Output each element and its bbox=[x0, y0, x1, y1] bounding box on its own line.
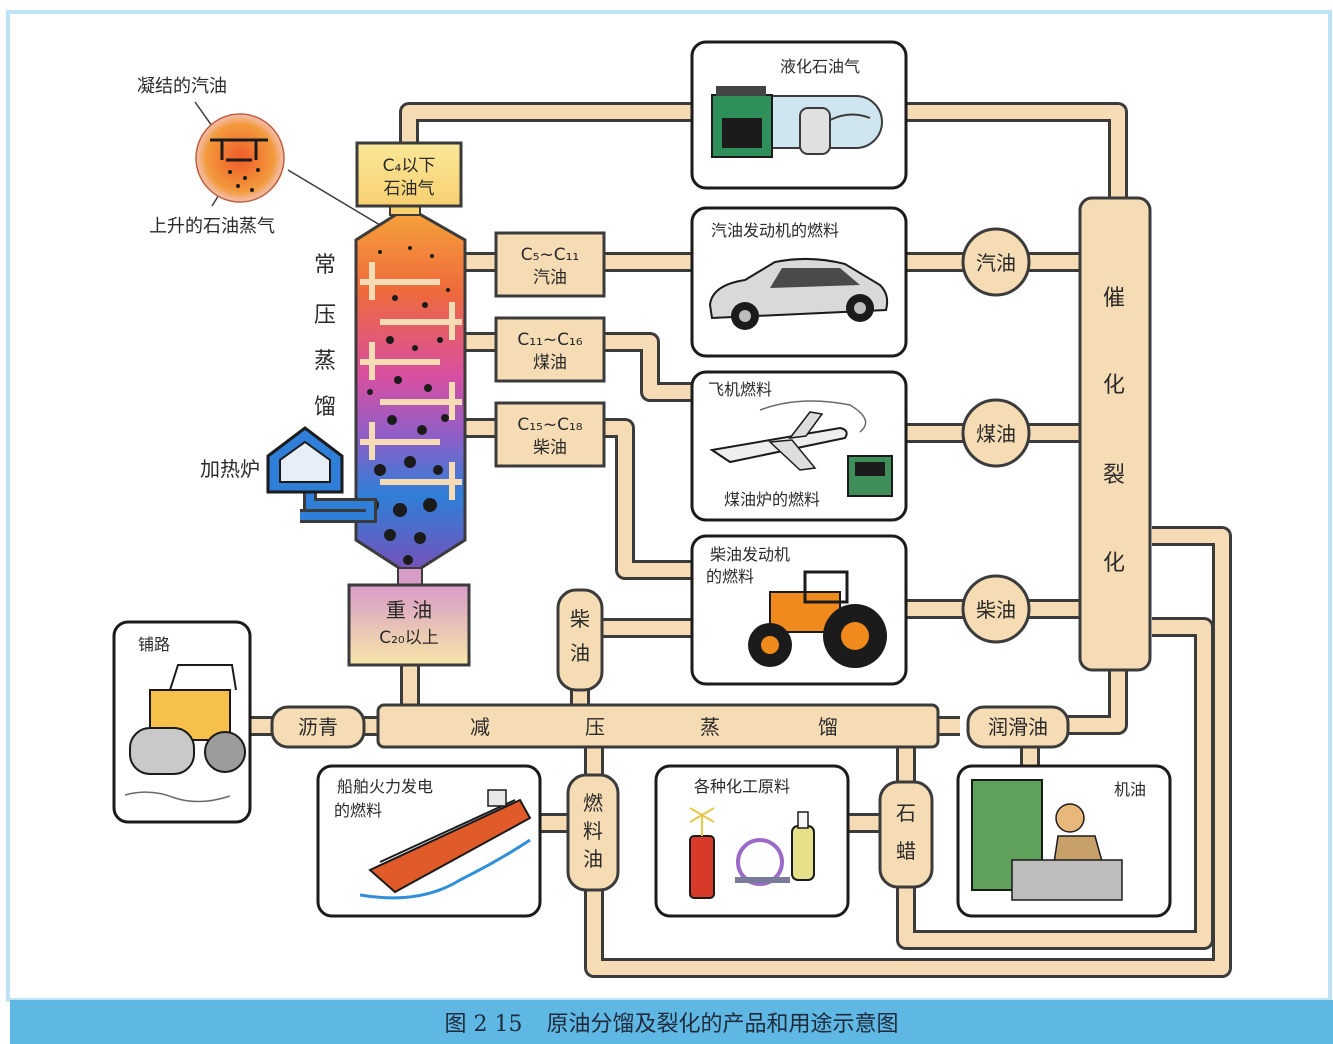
vacuum-distillation-bar bbox=[376, 703, 940, 749]
zoom-detail: 凝结的汽油 上升的石油蒸气 bbox=[137, 76, 381, 237]
atmospheric-distillation-label: 常 压 蒸 馏 bbox=[314, 253, 336, 420]
svg-text:C₁₁~C₁₆: C₁₁~C₁₆ bbox=[517, 330, 582, 350]
svg-text:液化石油气: 液化石油气 bbox=[780, 57, 860, 76]
vacuum-diesel-pill: 柴 油 bbox=[556, 588, 604, 692]
svg-text:凝结的汽油: 凝结的汽油 bbox=[137, 76, 227, 97]
svg-text:船舶火力发电: 船舶火力发电 bbox=[337, 777, 433, 796]
svg-text:油: 油 bbox=[570, 641, 590, 665]
svg-text:石油气: 石油气 bbox=[384, 179, 435, 199]
svg-text:蒸: 蒸 bbox=[700, 715, 720, 739]
svg-text:化: 化 bbox=[1103, 551, 1125, 576]
svg-text:煤油: 煤油 bbox=[976, 422, 1016, 446]
firecracker-icon bbox=[689, 807, 715, 899]
svg-text:压: 压 bbox=[314, 303, 336, 328]
airplane-icon bbox=[709, 400, 867, 471]
svg-text:蒸: 蒸 bbox=[314, 349, 336, 374]
svg-text:C₁₅~C₁₈: C₁₅~C₁₈ bbox=[517, 415, 582, 435]
svg-text:催: 催 bbox=[1103, 286, 1125, 311]
distillation-column bbox=[354, 210, 467, 577]
bottle-icon bbox=[791, 811, 815, 881]
tractor-icon bbox=[748, 570, 887, 668]
svg-text:减: 减 bbox=[470, 715, 490, 739]
svg-text:料: 料 bbox=[583, 819, 603, 843]
asphalt-pill: 沥青 bbox=[270, 705, 366, 749]
lpg-panel: 液化石油气 bbox=[690, 40, 908, 190]
heating-furnace: 加热炉 bbox=[200, 426, 377, 523]
road-panel: 铺路 bbox=[112, 620, 252, 824]
cracked-kerosene-node: 煤油 bbox=[961, 398, 1031, 468]
fraction-c4-box: C₄以下 石油气 bbox=[355, 141, 463, 216]
paraffin-pill: 石 蜡 bbox=[878, 780, 934, 889]
cracked-diesel-node: 柴油 bbox=[961, 574, 1031, 644]
plane-panel: 飞机燃料 煤油炉的燃料 bbox=[690, 370, 908, 522]
fraction-c11-box: C₁₁~C₁₆ 煤油 bbox=[494, 316, 606, 383]
catalytic-cracking-label: 催 化 裂 化 bbox=[1103, 286, 1125, 576]
svg-text:柴: 柴 bbox=[570, 607, 590, 631]
svg-text:油: 油 bbox=[583, 847, 603, 871]
figure-title: 原油分馏及裂化的产品和用途示意图 bbox=[546, 1012, 899, 1037]
svg-text:馏: 馏 bbox=[818, 715, 838, 739]
svg-text:常: 常 bbox=[314, 253, 336, 278]
svg-text:汽油发动机的燃料: 汽油发动机的燃料 bbox=[711, 221, 839, 240]
svg-text:柴油: 柴油 bbox=[976, 598, 1016, 622]
machine-oil-panel: 机油 bbox=[956, 764, 1172, 918]
svg-text:化: 化 bbox=[1103, 373, 1125, 398]
svg-text:润滑油: 润滑油 bbox=[988, 715, 1048, 739]
tanker-ship-icon bbox=[359, 789, 532, 900]
heavy-oil-box: 重 油 C₂₀以上 bbox=[347, 567, 471, 667]
svg-text:柴油发动机: 柴油发动机 bbox=[710, 545, 790, 564]
svg-text:石: 石 bbox=[896, 801, 916, 825]
svg-text:铺路: 铺路 bbox=[138, 635, 170, 654]
svg-text:的燃料: 的燃料 bbox=[334, 801, 382, 820]
svg-text:压: 压 bbox=[585, 715, 605, 739]
svg-text:裂: 裂 bbox=[1103, 463, 1125, 488]
svg-text:柴油: 柴油 bbox=[533, 438, 567, 458]
kerosene-stove-icon bbox=[847, 455, 893, 497]
ship-panel: 船舶火力发电 的燃料 bbox=[316, 764, 542, 918]
svg-text:机油: 机油 bbox=[1114, 780, 1146, 799]
svg-text:C₅~C₁₁: C₅~C₁₁ bbox=[521, 245, 579, 265]
catalytic-cracking-column bbox=[1078, 196, 1152, 672]
svg-text:沥青: 沥青 bbox=[298, 715, 338, 739]
svg-text:汽油: 汽油 bbox=[533, 268, 567, 288]
svg-text:重 油: 重 油 bbox=[386, 598, 432, 622]
lube-oil-pill: 润滑油 bbox=[966, 705, 1070, 749]
svg-text:各种化工原料: 各种化工原料 bbox=[694, 777, 790, 796]
car-panel: 汽油发动机的燃料 bbox=[690, 206, 908, 358]
tractor-panel: 柴油发动机 的燃料 bbox=[690, 534, 908, 686]
valve-icon bbox=[735, 838, 790, 886]
svg-text:C₄以下: C₄以下 bbox=[383, 156, 436, 176]
svg-text:汽油: 汽油 bbox=[976, 251, 1016, 275]
chemicals-panel: 各种化工原料 bbox=[654, 764, 850, 918]
svg-text:上升的石油蒸气: 上升的石油蒸气 bbox=[149, 216, 275, 237]
fraction-c15-box: C₁₅~C₁₈ 柴油 bbox=[494, 401, 606, 468]
furnace-label: 加热炉 bbox=[200, 457, 260, 481]
cracked-gasoline-node: 汽油 bbox=[961, 227, 1031, 297]
vacuum-distillation-label: 减 压 蒸 馏 bbox=[470, 715, 838, 739]
svg-text:的燃料: 的燃料 bbox=[706, 567, 754, 586]
svg-text:煤油: 煤油 bbox=[533, 353, 567, 373]
svg-text:煤油炉的燃料: 煤油炉的燃料 bbox=[724, 490, 820, 509]
figure-number: 图 2 15 bbox=[444, 1012, 523, 1037]
figure-caption: 图 2 15 原油分馏及裂化的产品和用途示意图 bbox=[10, 1000, 1333, 1044]
svg-text:馏: 馏 bbox=[314, 395, 336, 420]
road-roller-icon bbox=[124, 664, 246, 803]
fraction-c5-box: C₅~C₁₁ 汽油 bbox=[494, 231, 606, 298]
mechanic-icon bbox=[971, 779, 1123, 901]
fuel-oil-pill: 燃 料 油 bbox=[566, 773, 620, 892]
svg-text:C₂₀以上: C₂₀以上 bbox=[379, 628, 439, 648]
gas-stove-icon bbox=[711, 86, 773, 158]
sports-car-icon bbox=[708, 257, 889, 330]
svg-text:燃: 燃 bbox=[583, 791, 603, 815]
svg-text:蜡: 蜡 bbox=[896, 839, 916, 863]
svg-text:飞机燃料: 飞机燃料 bbox=[708, 380, 772, 399]
